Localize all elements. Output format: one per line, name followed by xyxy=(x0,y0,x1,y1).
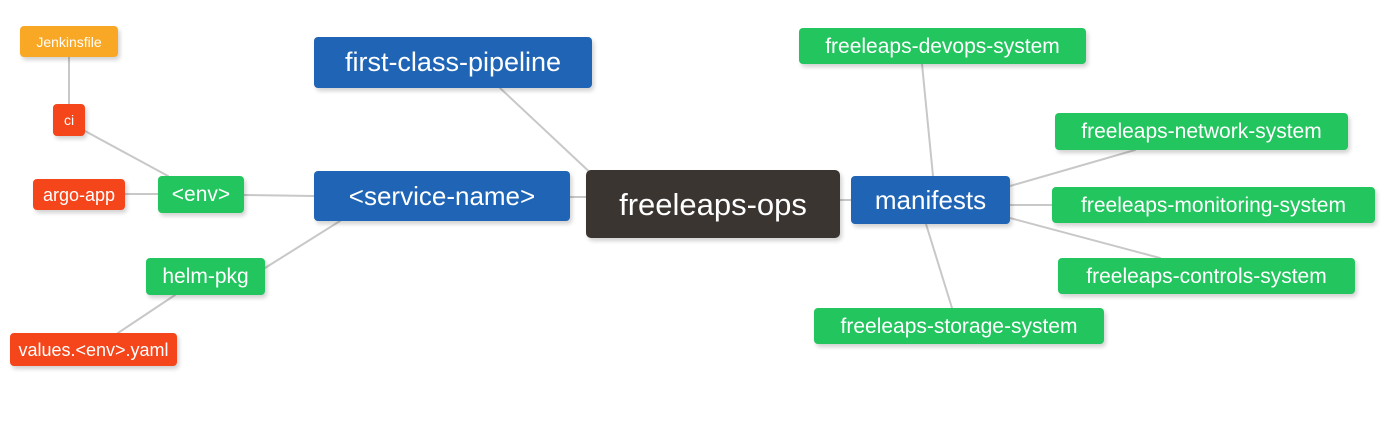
node-env[interactable]: <env> xyxy=(158,176,244,213)
node-freeleaps-monitoring-system[interactable]: freeleaps-monitoring-system xyxy=(1052,187,1375,223)
node-label: manifests xyxy=(874,185,987,215)
node-first-class-pipeline[interactable]: first-class-pipeline xyxy=(314,37,592,88)
node-ci[interactable]: ci xyxy=(53,104,85,136)
node-service-name[interactable]: <service-name> xyxy=(314,171,570,221)
edge-manifests-devops-system xyxy=(921,63,934,177)
node-label: first-class-pipeline xyxy=(344,47,562,77)
node-label: Jenkinsfile xyxy=(36,33,102,50)
node-values-yaml[interactable]: values.<env>.yaml xyxy=(10,333,177,366)
node-label: freeleaps-controls-system xyxy=(1086,264,1327,288)
node-label: freeleaps-network-system xyxy=(1081,120,1322,143)
edge-manifests-storage-system xyxy=(925,223,953,309)
edge-root-first-class-pipeline xyxy=(499,87,597,179)
edge-helm-pkg-values-yaml xyxy=(117,294,176,334)
node-freeleaps-storage-system[interactable]: freeleaps-storage-system xyxy=(814,308,1104,344)
node-label: ci xyxy=(63,112,75,128)
node-freeleaps-devops-system[interactable]: freeleaps-devops-system xyxy=(799,28,1086,64)
node-label: argo-app xyxy=(42,184,116,205)
node-manifests[interactable]: manifests xyxy=(851,176,1010,224)
node-label: <env> xyxy=(171,183,231,206)
node-freeleaps-ops[interactable]: freeleaps-ops xyxy=(586,170,840,238)
node-jenkinsfile[interactable]: Jenkinsfile xyxy=(20,26,118,57)
edge-manifests-network-system xyxy=(1009,149,1136,187)
node-argo-app[interactable]: argo-app xyxy=(33,179,125,210)
edge-env-ci xyxy=(84,130,169,177)
edge-service-name-helm-pkg xyxy=(264,220,341,269)
node-helm-pkg[interactable]: helm-pkg xyxy=(146,258,265,295)
node-label: values.<env>.yaml xyxy=(18,339,169,360)
edge-manifests-controls-system xyxy=(1009,217,1161,259)
node-label: helm-pkg xyxy=(162,265,249,288)
node-label: freeleaps-ops xyxy=(619,186,807,222)
node-label: <service-name> xyxy=(348,181,536,211)
node-label: freeleaps-storage-system xyxy=(840,314,1078,338)
node-label: freeleaps-monitoring-system xyxy=(1081,193,1346,217)
node-freeleaps-controls-system[interactable]: freeleaps-controls-system xyxy=(1058,258,1355,294)
edge-service-name-env xyxy=(243,194,315,197)
node-label: freeleaps-devops-system xyxy=(825,34,1060,58)
node-freeleaps-network-system[interactable]: freeleaps-network-system xyxy=(1055,113,1348,150)
